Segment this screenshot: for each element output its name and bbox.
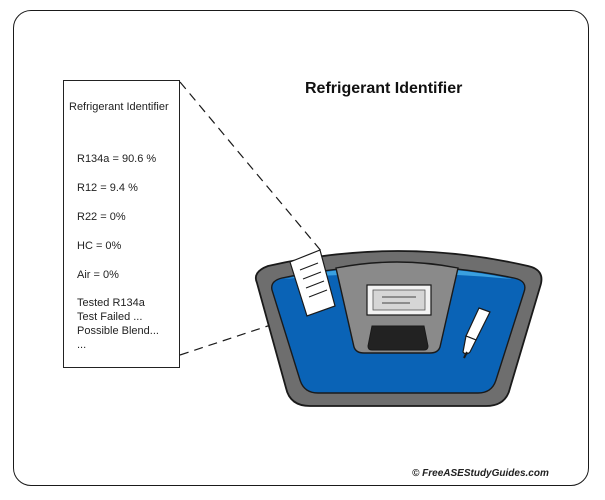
status-ellipsis: ... <box>77 339 87 351</box>
diagram-title: Refrigerant Identifier <box>305 80 463 97</box>
reading-air: Air = 0% <box>77 269 119 281</box>
reading-r22: R22 = 0% <box>77 211 126 223</box>
printout-readout: Refrigerant Identifier R134a = 90.6 % R1… <box>63 80 180 368</box>
printout-heading: Refrigerant Identifier <box>69 101 169 113</box>
callout-line-top <box>179 81 323 253</box>
status-possible-blend: Possible Blend... <box>77 325 159 337</box>
reading-hc: HC = 0% <box>77 240 122 252</box>
printout-strip-icon <box>289 249 336 317</box>
status-test-failed: Test Failed ... <box>77 311 143 323</box>
reading-r134a: R134a = 90.6 % <box>77 153 157 165</box>
status-tested: Tested R134a <box>77 297 145 309</box>
keypad <box>367 325 429 351</box>
display-screen <box>372 289 426 311</box>
callout-line-bottom <box>179 315 299 356</box>
copyright-notice: © FreeASEStudyGuides.com <box>412 468 549 479</box>
reading-r12: R12 = 9.4 % <box>77 182 138 194</box>
hose-connector-icon <box>462 307 491 359</box>
